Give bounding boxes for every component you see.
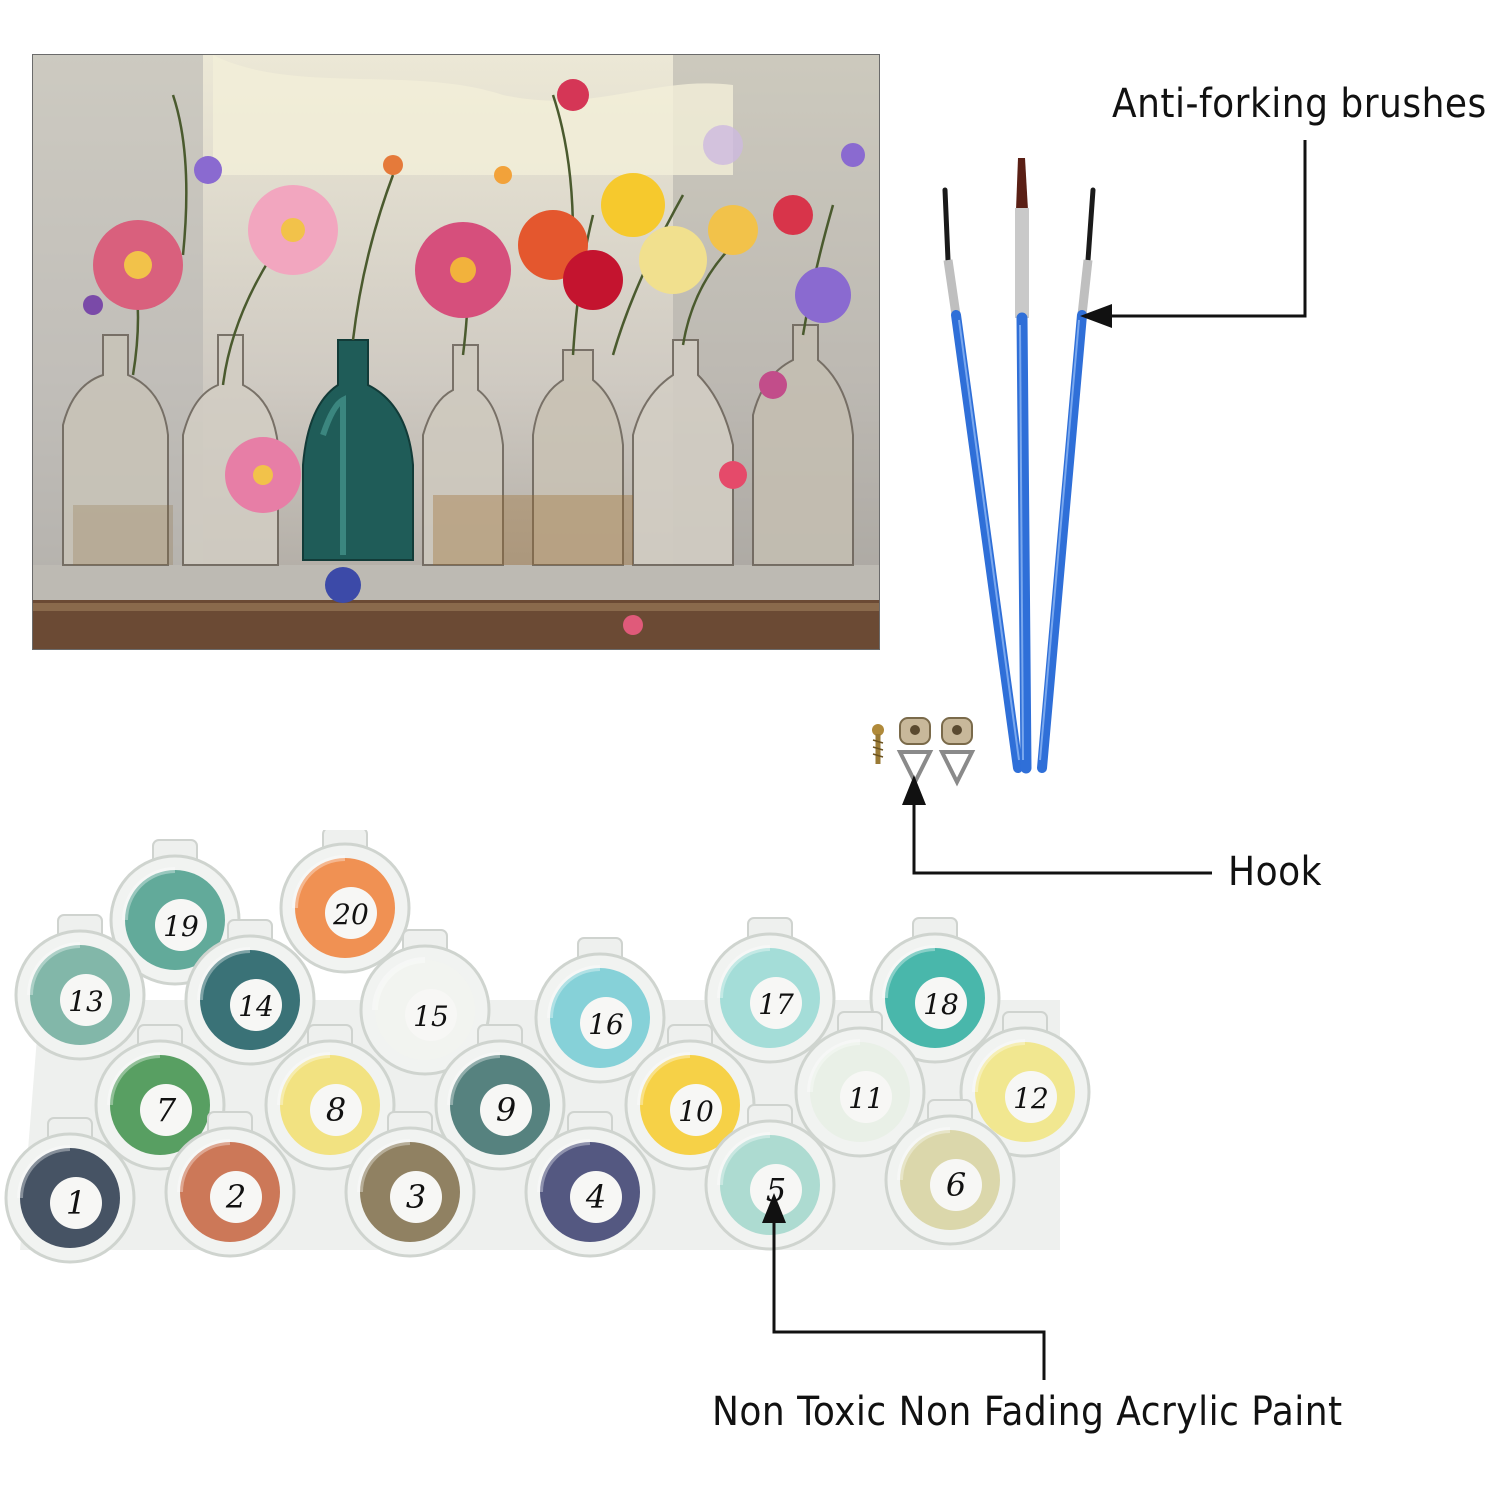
paint-pot-number: 7 [156,1091,177,1129]
paint-pot-number: 3 [406,1178,426,1216]
paint-pot-number: 14 [238,990,274,1023]
paint-pot-number: 11 [848,1082,884,1115]
paint-pot-number: 18 [923,988,959,1021]
paint-pot-16: 16 [534,937,666,1084]
paint-pot-1: 1 [4,1117,136,1264]
paint-pot-number: 20 [332,898,369,931]
flower-painting-canvas [32,54,880,650]
round-brush-right [1037,187,1096,773]
sawtooth-hanger-icon [896,717,934,787]
paint-pot-number: 5 [766,1171,786,1209]
paint-pot-2: 2 [164,1111,296,1258]
paint-pot-number: 17 [758,988,794,1021]
paint-pot-9: 9 [434,1024,566,1171]
flat-brush-middle [1015,158,1032,774]
paint-pot-18: 18 [869,917,1001,1064]
paint-pot-17: 17 [704,917,836,1064]
round-brush-left [942,187,1023,773]
paint-pot-number: 9 [496,1091,516,1129]
paint-pot-12: 12 [959,1011,1091,1158]
paint-pot-number: 1 [66,1184,86,1222]
paint-pot-14: 14 [184,919,316,1066]
paint-pot-10: 10 [624,1024,756,1171]
paint-pot-number: 12 [1013,1082,1049,1115]
hook-hardware [872,717,976,787]
sawtooth-hanger-icon-2 [938,717,976,787]
paint-pot-15: 15 [359,929,491,1076]
paint-pot-number: 4 [585,1178,606,1216]
paint-pot-5: 5 [704,1104,836,1251]
paint-pot-8: 8 [264,1024,396,1171]
paint-pot-number: 15 [413,1000,449,1033]
paint-label: Non Toxic Non Fading Acrylic Paint [712,1389,1343,1435]
flower-painting-art [33,55,879,649]
paint-pot-number: 16 [588,1008,624,1041]
paint-pot-number: 19 [163,910,199,943]
paint-pot-20: 20 [279,830,411,974]
paint-pot-7: 7 [94,1024,226,1171]
brushes-leader-line [1105,140,1307,318]
paint-pot-3: 3 [344,1111,476,1258]
screw-icon [872,724,884,764]
paint-pot-4: 4 [524,1111,656,1258]
brushes-label: Anti-forking brushes [1112,81,1487,127]
paint-pot-11: 11 [794,1011,926,1158]
paint-pot-number: 6 [946,1166,966,1204]
paint-pot-number: 13 [68,985,104,1018]
paint-pot-13: 13 [14,914,146,1061]
paint-pot-6: 6 [884,1099,1016,1246]
paint-pot-number: 8 [326,1091,346,1129]
paint-pot-number: 10 [678,1095,714,1128]
paint-pot-number: 2 [225,1178,246,1216]
hook-label: Hook [1228,849,1322,895]
brushes-illustration [942,158,1096,774]
